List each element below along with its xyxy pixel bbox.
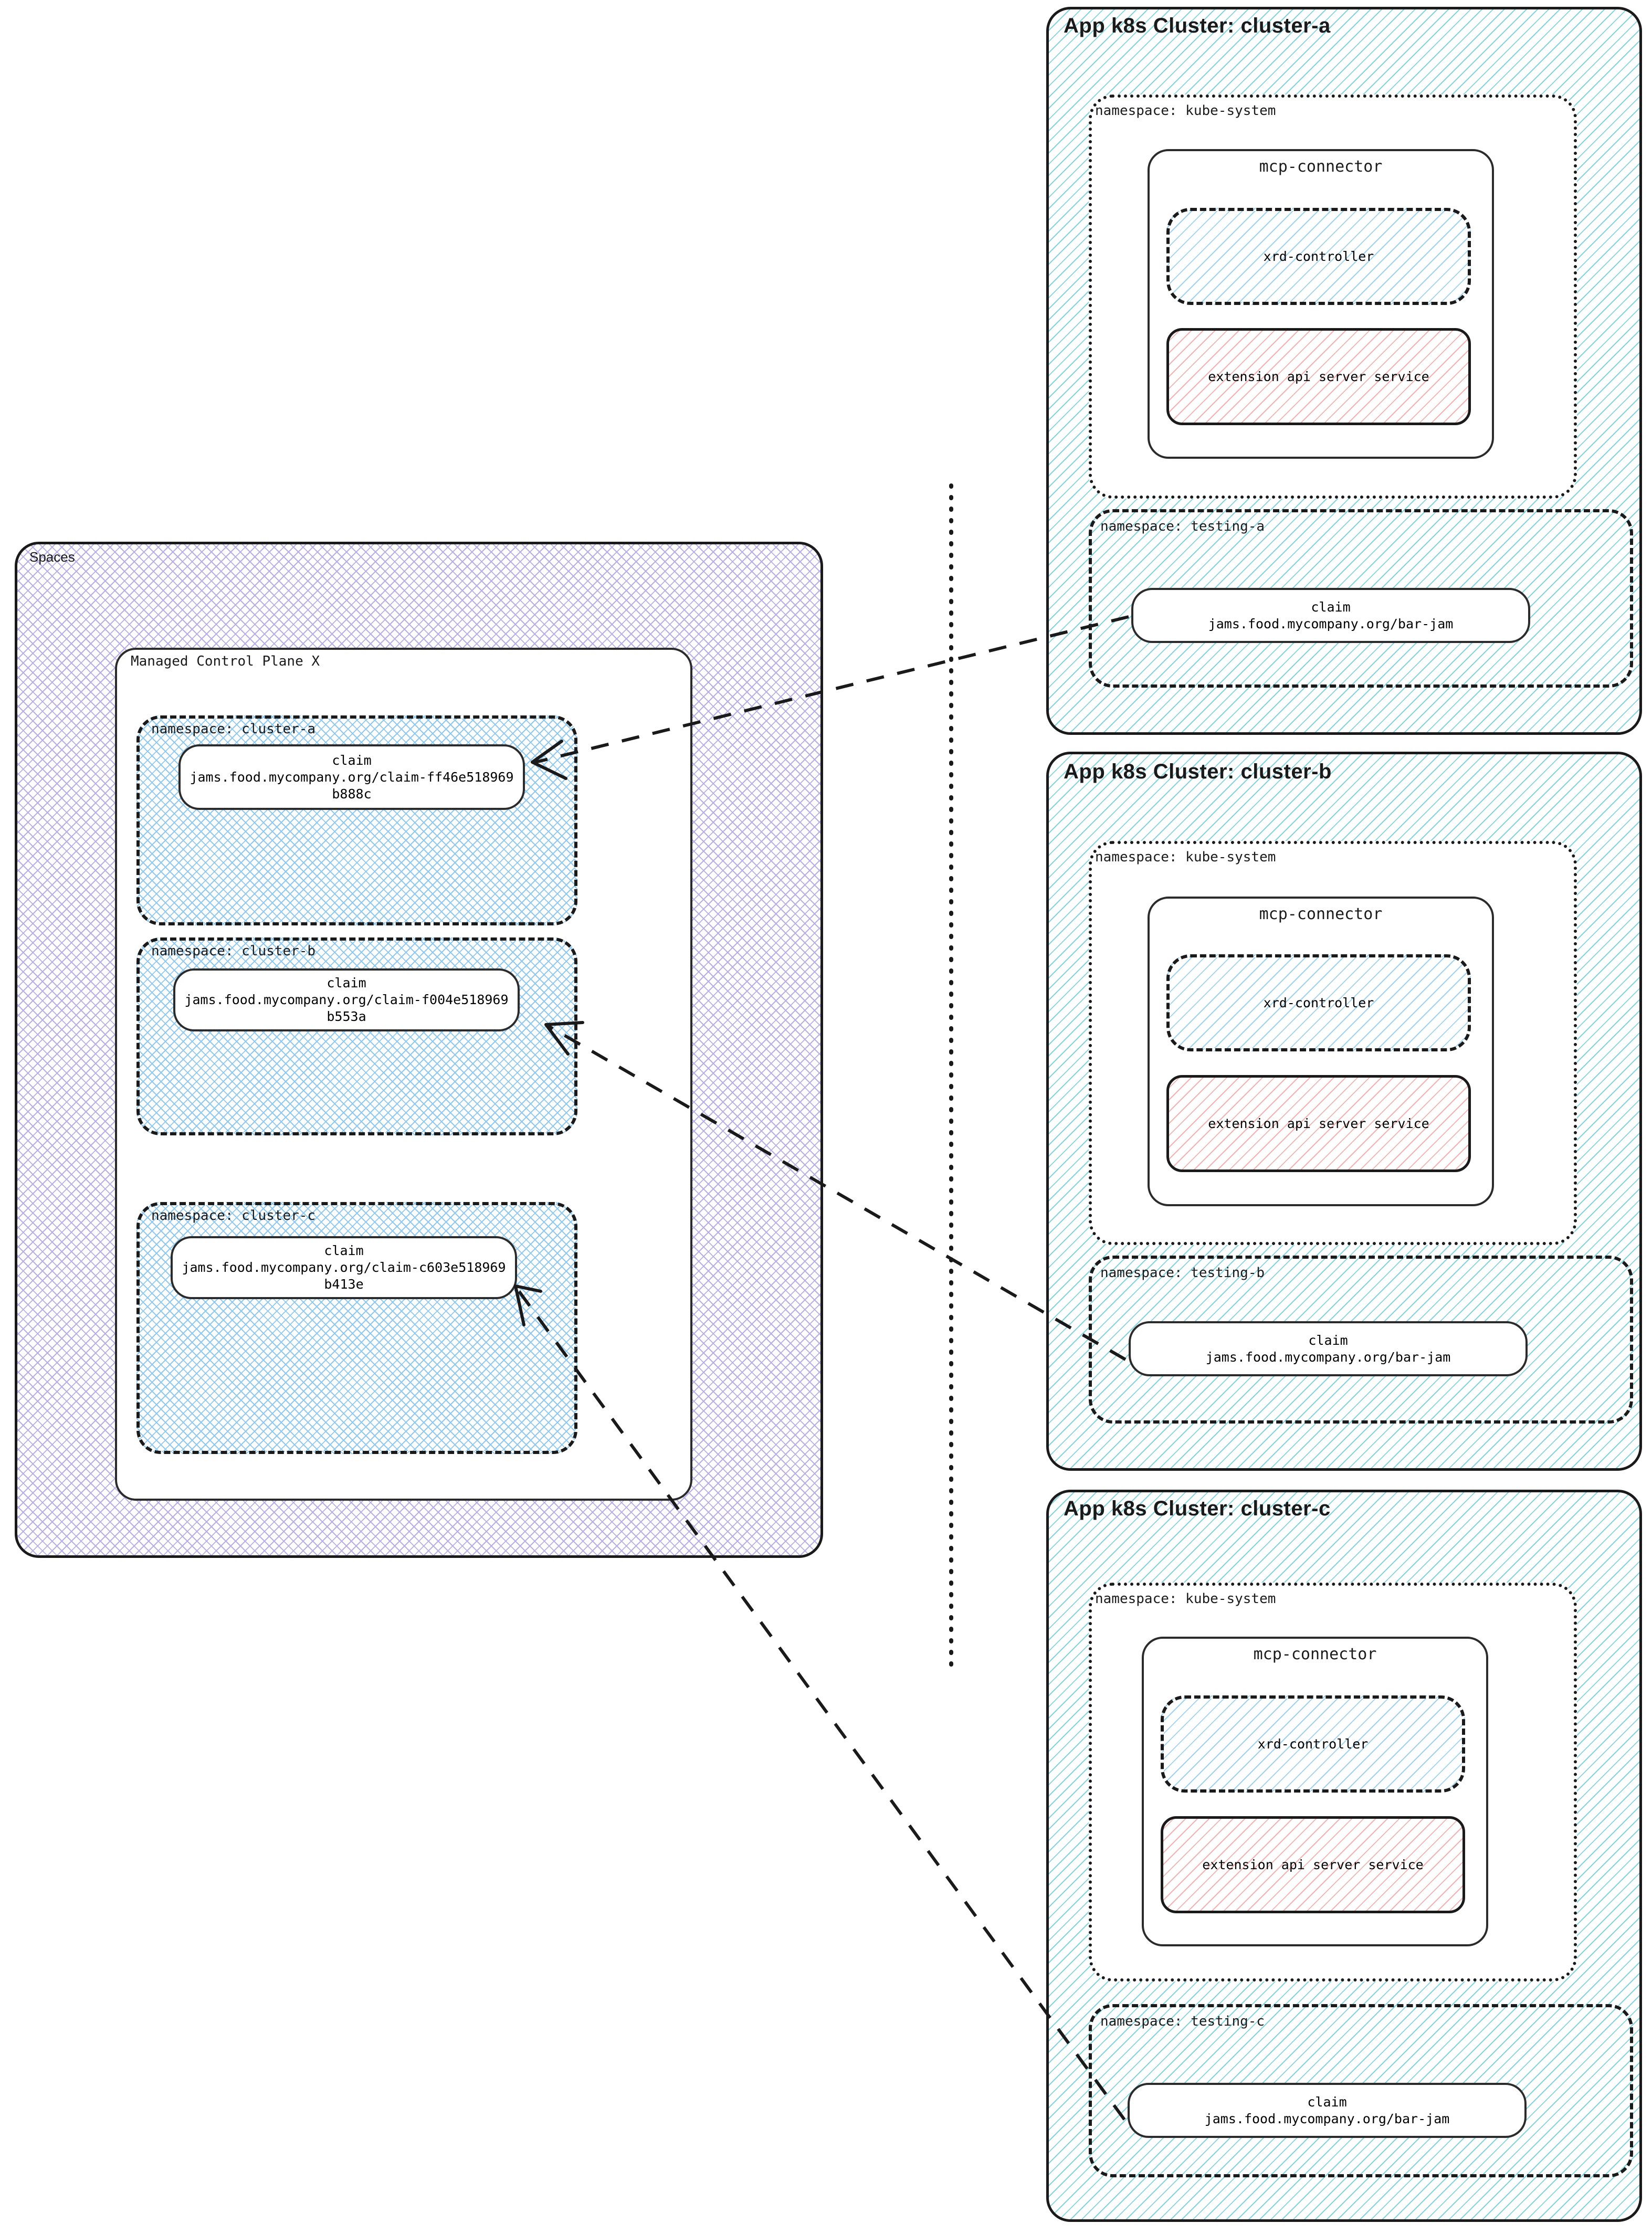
claim-ref: jams.food.mycompany.org/bar-jam xyxy=(1204,2111,1450,2126)
cluster-b-testing-label: namespace: testing-b xyxy=(1100,1265,1265,1281)
cluster-c-xrd-controller: xrd-controller xyxy=(1161,1695,1465,1793)
mcp-namespace-cluster-b-label: namespace: cluster-b xyxy=(151,943,316,959)
spaces-label: Spaces xyxy=(29,549,75,565)
extension-api-server-label: extension api server service xyxy=(1208,1115,1429,1131)
cluster-b-extension-api-server: extension api server service xyxy=(1166,1075,1471,1172)
claim-kind: claim xyxy=(324,1243,364,1258)
cluster-c-extension-api-server: extension api server service xyxy=(1161,1816,1465,1913)
cluster-b-mcp-connector-label: mcp-connector xyxy=(1259,905,1383,923)
cluster-a-xrd-controller: xrd-controller xyxy=(1166,208,1471,305)
cluster-a-testing-label: namespace: testing-a xyxy=(1100,519,1265,534)
claim-ref: jams.food.mycompany.org/claim-f004e51896… xyxy=(184,992,509,1024)
cluster-c-kube-system-label: namespace: kube-system xyxy=(1095,1591,1276,1607)
mcp-namespace-cluster-c-label: namespace: cluster-c xyxy=(151,1208,316,1224)
cluster-a-kube-system-label: namespace: kube-system xyxy=(1095,103,1276,119)
cluster-b-kube-system-label: namespace: kube-system xyxy=(1095,849,1276,865)
cluster-a-title: App k8s Cluster: cluster-a xyxy=(1064,14,1331,37)
cluster-a-mcp-connector-label: mcp-connector xyxy=(1259,157,1383,176)
cluster-b-title: App k8s Cluster: cluster-b xyxy=(1064,760,1332,783)
extension-api-server-label: extension api server service xyxy=(1208,368,1429,384)
mcp-claim-cluster-a: claim jams.food.mycompany.org/claim-ff46… xyxy=(178,744,525,810)
managed-control-plane-label: Managed Control Plane X xyxy=(131,654,320,669)
cluster-b-testing-claim: claim jams.food.mycompany.org/bar-jam xyxy=(1129,1321,1528,1376)
cluster-c-testing-claim: claim jams.food.mycompany.org/bar-jam xyxy=(1128,2083,1527,2138)
mcp-claim-cluster-b: claim jams.food.mycompany.org/claim-f004… xyxy=(173,968,520,1031)
cluster-a-testing-claim: claim jams.food.mycompany.org/bar-jam xyxy=(1131,588,1530,643)
claim-ref: jams.food.mycompany.org/bar-jam xyxy=(1205,1349,1451,1365)
claim-kind: claim xyxy=(1311,599,1351,615)
claim-kind: claim xyxy=(332,752,372,768)
cluster-a-namespace-testing xyxy=(1089,509,1633,688)
cluster-c-title: App k8s Cluster: cluster-c xyxy=(1064,1497,1331,1520)
claim-kind: claim xyxy=(1307,2094,1347,2110)
claim-ref: jams.food.mycompany.org/bar-jam xyxy=(1208,616,1454,631)
claim-kind: claim xyxy=(1308,1332,1348,1348)
claim-ref: jams.food.mycompany.org/claim-c603e51896… xyxy=(182,1260,506,1292)
mcp-namespace-cluster-a-label: namespace: cluster-a xyxy=(151,721,316,737)
claim-kind: claim xyxy=(327,975,366,990)
mcp-namespace-cluster-b xyxy=(136,937,577,1135)
claim-ref: jams.food.mycompany.org/claim-ff46e51896… xyxy=(190,769,514,802)
cluster-c-mcp-connector-label: mcp-connector xyxy=(1253,1645,1377,1663)
cluster-c-testing-label: namespace: testing-c xyxy=(1100,2014,1265,2029)
cluster-b-xrd-controller: xrd-controller xyxy=(1166,954,1471,1051)
xrd-controller-label: xrd-controller xyxy=(1257,1736,1369,1752)
xrd-controller-label: xrd-controller xyxy=(1263,248,1374,264)
xrd-controller-label: xrd-controller xyxy=(1263,995,1374,1010)
cluster-a-extension-api-server: extension api server service xyxy=(1166,328,1471,425)
extension-api-server-label: extension api server service xyxy=(1202,1857,1424,1872)
mcp-claim-cluster-c: claim jams.food.mycompany.org/claim-c603… xyxy=(171,1236,517,1299)
